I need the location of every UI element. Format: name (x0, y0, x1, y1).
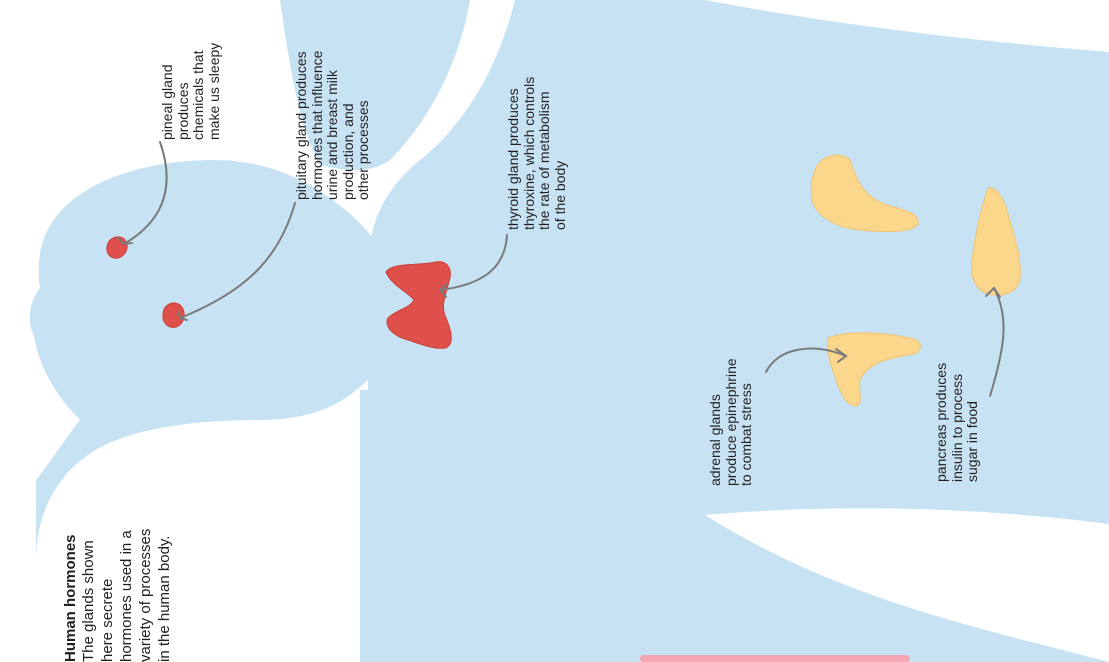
adrenal-label-line: adrenal glands (708, 358, 724, 486)
caption-line: variety of processes (136, 529, 155, 662)
thyroid-label-line: thyroxine, which controls (522, 77, 538, 230)
pineal-label: pineal gland produces chemicals that mak… (160, 43, 222, 140)
caption-line: hormones used in a (117, 529, 136, 662)
pineal-label-line: pineal gland (160, 43, 176, 140)
pineal-label-line: chemicals that (191, 43, 207, 140)
pancreas-label-line: sugar in food (965, 363, 981, 482)
thyroid-label-line: the rate of metabolism (537, 77, 553, 230)
thyroid-label: thyroid gland produces thyroxine, which … (506, 77, 568, 230)
pancreas-label: pancreas produces insulin to process sug… (934, 363, 981, 482)
pituitary-label-line: hormones that influence (310, 51, 326, 200)
pituitary-label: pituitary gland produces hormones that i… (294, 51, 372, 200)
caption-line: here secrete (98, 529, 117, 662)
pituitary-label-line: urine and breast milk (325, 51, 341, 200)
caption-title: Human hormones (62, 529, 79, 662)
pineal-gland (107, 237, 127, 258)
pituitary-label-line: other processes (356, 51, 372, 200)
caption-line: The glands shown (79, 529, 98, 662)
caption: Human hormones The glands shown here sec… (62, 529, 174, 662)
pituitary-label-line: production, and (341, 51, 357, 200)
adrenal-label-line: to combat stress (739, 358, 755, 486)
pancreas-label-line: insulin to process (950, 363, 966, 482)
page-accent (640, 655, 910, 662)
pineal-label-line: make us sleepy (207, 43, 223, 140)
pituitary-gland (163, 303, 184, 327)
adrenal-label: adrenal glands produce epinephrine to co… (708, 358, 755, 486)
pineal-label-line: produces (176, 43, 192, 140)
pituitary-label-line: pituitary gland produces (294, 51, 310, 200)
adrenal-label-line: produce epinephrine (724, 358, 740, 486)
caption-line: in the human body. (155, 529, 174, 662)
thyroid-label-line: thyroid gland produces (506, 77, 522, 230)
pancreas-label-line: pancreas produces (934, 363, 950, 482)
thyroid-label-line: of the body (553, 77, 569, 230)
